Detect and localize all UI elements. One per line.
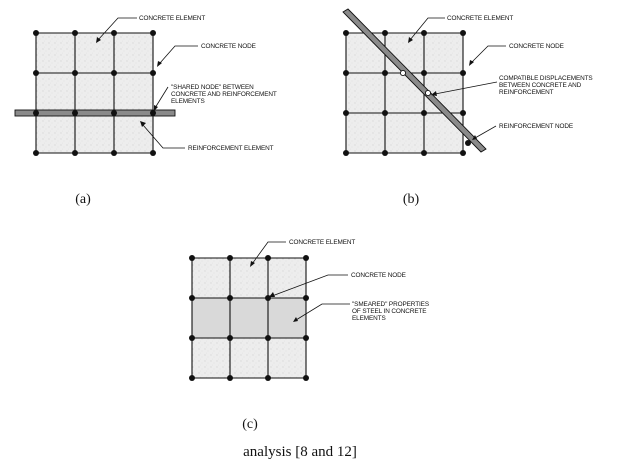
reinforcement-bar-a bbox=[14, 109, 176, 117]
label-compatible-line2-b: BETWEEN CONCRETE AND bbox=[499, 82, 582, 89]
label-shared-node-line3-a: ELEMENTS bbox=[171, 98, 205, 105]
leader-concrete-element-a bbox=[97, 17, 137, 41]
label-concrete-node-a: CONCRETE NODE bbox=[201, 43, 256, 50]
label-smeared-line2-c: OF STEEL IN CONCRETE bbox=[352, 308, 426, 315]
concrete-nodes-b bbox=[343, 30, 466, 156]
leader-reinforcement-node-b bbox=[474, 125, 497, 139]
concrete-nodes-c bbox=[189, 255, 309, 381]
leader-concrete-node-a bbox=[159, 45, 198, 64]
label-shared-node-line2-a: CONCRETE AND REINFORCEMENT bbox=[171, 91, 277, 98]
label-smeared-line1-c: "SMEARED" PROPERTIES bbox=[352, 301, 429, 308]
mesh-grid-c bbox=[191, 257, 307, 379]
reinforcement-nodes-b bbox=[399, 69, 471, 146]
label-concrete-node-b: CONCRETE NODE bbox=[509, 43, 564, 50]
label-compatible-line3-b: REINFORCEMENT bbox=[499, 89, 554, 96]
panel-c: CONCRETE ELEMENT CONCRETE NODE "SMEARED"… bbox=[189, 239, 429, 432]
label-concrete-node-c: CONCRETE NODE bbox=[351, 272, 406, 279]
concrete-mesh-b bbox=[346, 33, 463, 153]
leader-concrete-element-b bbox=[409, 17, 445, 41]
caption-c: (c) bbox=[242, 417, 258, 432]
label-shared-node-line1-a: "SHARED NODE" BETWEEN bbox=[171, 84, 254, 91]
panel-b: CONCRETE ELEMENT CONCRETE NODE COMPATIBL… bbox=[342, 8, 593, 207]
smeared-steel-band-c bbox=[192, 298, 306, 338]
leader-smeared-c bbox=[295, 303, 350, 321]
leader-concrete-node-b bbox=[471, 45, 506, 63]
leader-compatible-b bbox=[434, 81, 498, 95]
leader-concrete-node-c bbox=[271, 274, 348, 297]
leader-shared-node-a bbox=[154, 86, 169, 109]
label-compatible-line1-b: COMPATIBLE DISPLACEMENTS bbox=[499, 75, 593, 82]
reinforcement-bar-b bbox=[342, 8, 487, 153]
label-reinforcement-element-a: REINFORCEMENT ELEMENT bbox=[188, 145, 274, 152]
label-reinforcement-node-b: REINFORCEMENT NODE bbox=[499, 123, 573, 130]
label-concrete-element-b: CONCRETE ELEMENT bbox=[447, 15, 513, 22]
panel-a: CONCRETE ELEMENT CONCRETE NODE "SHARED N… bbox=[14, 15, 277, 207]
concrete-mesh-a bbox=[36, 33, 153, 153]
label-concrete-element-a: CONCRETE ELEMENT bbox=[139, 15, 205, 22]
label-concrete-element-c: CONCRETE ELEMENT bbox=[289, 239, 355, 246]
concrete-nodes-a bbox=[33, 30, 156, 156]
caption-a: (a) bbox=[75, 192, 91, 207]
leader-reinforcement-element-a bbox=[142, 124, 185, 149]
label-smeared-line3-c: ELEMENTS bbox=[352, 315, 386, 322]
caption-b: (b) bbox=[403, 192, 420, 207]
figure-caption: analysis [8 and 12] bbox=[243, 444, 357, 460]
leader-concrete-element-c bbox=[251, 241, 286, 265]
